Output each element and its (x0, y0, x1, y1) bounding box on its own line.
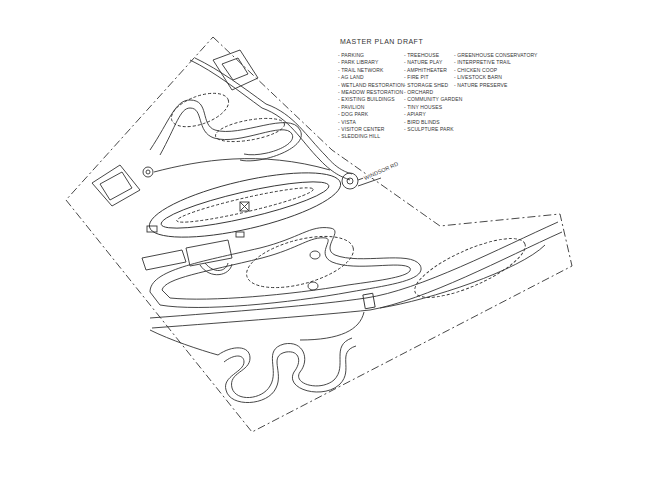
program-item: - WETLAND RESTORATION (338, 82, 405, 88)
program-item: - TREEHOUSE (404, 52, 439, 58)
program-item: - LIVESTOCK BARN (454, 74, 502, 80)
program-item: - VISITOR CENTER (338, 126, 385, 132)
program-item: - GREENHOUSE CONSERVATORY (454, 52, 537, 58)
program-item: - DOG PARK (338, 111, 368, 117)
plan-title: MASTER PLAN DRAFT (340, 38, 423, 46)
program-item: - INTERPRETIVE TRAIL (454, 59, 511, 65)
program-item: - AG LAND (338, 74, 364, 80)
program-item: - SLEDDING HILL (338, 133, 380, 139)
program-item: - EXISTING BUILDINGS (338, 96, 395, 102)
program-item: - PAVILION (338, 104, 364, 110)
program-item: - ORCHARD (404, 89, 433, 95)
program-item: - FIRE PIT (404, 74, 429, 80)
program-item: - PARKING (338, 52, 364, 58)
program-item: - NATURE PLAY (404, 59, 442, 65)
program-item: - AMPHITHEATER (404, 67, 447, 73)
program-item: - TRAIL NETWORK (338, 67, 383, 73)
program-item: - NATURE PRESERVE (454, 82, 507, 88)
program-item: - BIRD BLINDS (404, 119, 440, 125)
program-item: - TINY HOUSES (404, 104, 442, 110)
program-item: - APIARY (404, 111, 426, 117)
program-item: - STORAGE SHED (404, 82, 448, 88)
program-item: - SCULPTURE PARK (404, 126, 454, 132)
program-item: - PARK LIBRARY (338, 59, 378, 65)
program-item: - MEADOW RESTORATION (338, 89, 403, 95)
program-item: - VISTA (338, 119, 356, 125)
program-item: - CHICKEN COOP (454, 67, 497, 73)
program-item: - COMMUNITY GARDEN (404, 96, 462, 102)
